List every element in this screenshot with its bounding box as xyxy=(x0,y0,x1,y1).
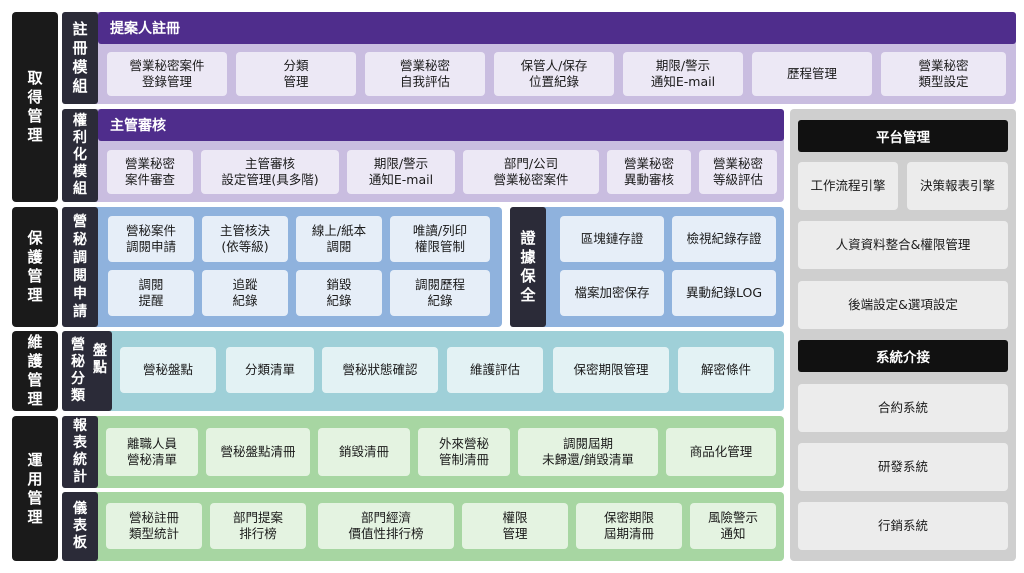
dashboard-item[interactable]: 部門提案 排行榜 xyxy=(210,503,306,549)
rights-module-label: 權利化模組 xyxy=(62,109,98,202)
rights-item[interactable]: 期限/警示 通知E-mail xyxy=(347,150,455,194)
access-item[interactable]: 主管核決 (依等級) xyxy=(202,216,288,262)
dashboard-label-text: 儀表板 xyxy=(73,501,87,551)
inventory-item[interactable]: 營秘盤點 xyxy=(120,347,216,393)
inventory-label-side: 盤點 xyxy=(90,340,110,380)
integration-header: 系統介接 xyxy=(798,340,1008,372)
rights-item[interactable]: 主管審核 設定管理(具多階) xyxy=(201,150,339,194)
section-maintain: 維護管理 xyxy=(12,331,58,411)
access-item[interactable]: 調閱 提醒 xyxy=(108,270,194,316)
dashboard-item[interactable]: 權限 管理 xyxy=(462,503,568,549)
reports-label-text: 報表統計 xyxy=(73,418,87,485)
report-item[interactable]: 調閱屆期 未歸還/銷毀清單 xyxy=(518,428,658,476)
dashboard-item[interactable]: 營秘註冊 類型統計 xyxy=(106,503,202,549)
access-item[interactable]: 營秘案件 調閱申請 xyxy=(108,216,194,262)
evidence-label-text: 證據保全 xyxy=(520,229,536,304)
access-item[interactable]: 線上/紙本 調閱 xyxy=(296,216,382,262)
rights-item[interactable]: 營業秘密 等級評估 xyxy=(699,150,777,194)
evidence-item[interactable]: 異動紀錄LOG xyxy=(672,270,776,316)
platform-item[interactable]: 人資資料整合&權限管理 xyxy=(798,221,1008,269)
reports-module-label: 報表統計 xyxy=(62,416,98,488)
dashboard-item[interactable]: 保密期限 屆期清冊 xyxy=(576,503,682,549)
access-label-text: 營秘調閱申請 xyxy=(73,214,87,320)
inventory-label-main-text: 營秘分類 xyxy=(71,337,85,404)
register-item[interactable]: 營業秘密案件 登錄管理 xyxy=(107,52,227,96)
platform-item[interactable]: 後端設定&選項設定 xyxy=(798,281,1008,329)
register-module-label: 註冊模組 xyxy=(62,12,98,104)
evidence-item[interactable]: 檢視紀錄存證 xyxy=(672,216,776,262)
dashboard-item[interactable]: 部門經濟 價值性排行榜 xyxy=(318,503,454,549)
inventory-item[interactable]: 營秘狀態確認 xyxy=(322,347,438,393)
section-protect: 保護管理 xyxy=(12,207,58,327)
inventory-item[interactable]: 解密條件 xyxy=(678,347,774,393)
register-header: 提案人註冊 xyxy=(98,12,1016,44)
section-operate-label: 運用管理 xyxy=(27,450,43,526)
section-acquire-label: 取得管理 xyxy=(27,69,43,144)
register-item[interactable]: 期限/警示 通知E-mail xyxy=(623,52,743,96)
report-item[interactable]: 離職人員 營秘清單 xyxy=(106,428,198,476)
inventory-item[interactable]: 分類清單 xyxy=(226,347,314,393)
rights-label-text: 權利化模組 xyxy=(73,113,87,197)
register-item[interactable]: 分類 管理 xyxy=(236,52,356,96)
inventory-label-main: 營秘分類 xyxy=(64,334,92,408)
access-module-label: 營秘調閱申請 xyxy=(62,207,98,327)
rights-item[interactable]: 營業秘密 案件審查 xyxy=(107,150,193,194)
dashboard-item[interactable]: 風險警示 通知 xyxy=(690,503,776,549)
platform-header: 平台管理 xyxy=(798,120,1008,152)
register-label-text: 註冊模組 xyxy=(72,20,88,95)
rights-header: 主管審核 xyxy=(98,109,784,141)
report-item[interactable]: 外來營秘 管制清冊 xyxy=(418,428,510,476)
evidence-item[interactable]: 區塊鏈存證 xyxy=(560,216,664,262)
platform-item[interactable]: 工作流程引擎 xyxy=(798,162,898,210)
register-item[interactable]: 營業秘密 類型設定 xyxy=(881,52,1006,96)
access-item[interactable]: 調閱歷程 紀錄 xyxy=(390,270,490,316)
access-item[interactable]: 銷毀 紀錄 xyxy=(296,270,382,316)
register-item[interactable]: 營業秘密 自我評估 xyxy=(365,52,485,96)
inventory-item[interactable]: 保密期限管理 xyxy=(553,347,669,393)
dashboard-module-label: 儀表板 xyxy=(62,492,98,561)
inventory-item[interactable]: 維護評估 xyxy=(447,347,543,393)
rights-item[interactable]: 部門/公司 營業秘密案件 xyxy=(463,150,599,194)
integration-item[interactable]: 行銷系統 xyxy=(798,502,1008,550)
register-item[interactable]: 歷程管理 xyxy=(752,52,872,96)
inventory-module-label xyxy=(62,331,112,411)
access-item[interactable]: 追蹤 紀錄 xyxy=(202,270,288,316)
platform-item[interactable]: 決策報表引擎 xyxy=(907,162,1008,210)
report-item[interactable]: 銷毀清冊 xyxy=(318,428,410,476)
section-operate: 運用管理 xyxy=(12,416,58,561)
section-acquire: 取得管理 xyxy=(12,12,58,202)
access-item[interactable]: 唯讀/列印 權限管制 xyxy=(390,216,490,262)
integration-item[interactable]: 研發系統 xyxy=(798,443,1008,491)
evidence-module-label: 證據保全 xyxy=(510,207,546,327)
report-item[interactable]: 營秘盤點清冊 xyxy=(206,428,310,476)
integration-item[interactable]: 合約系統 xyxy=(798,384,1008,432)
register-item[interactable]: 保管人/保存 位置紀錄 xyxy=(494,52,614,96)
report-item[interactable]: 商品化管理 xyxy=(666,428,776,476)
section-maintain-label: 維護管理 xyxy=(27,333,43,408)
section-protect-label: 保護管理 xyxy=(27,229,43,304)
evidence-item[interactable]: 檔案加密保存 xyxy=(560,270,664,316)
rights-item[interactable]: 營業秘密 異動審核 xyxy=(607,150,691,194)
inventory-label-side-text: 盤點 xyxy=(93,343,107,376)
